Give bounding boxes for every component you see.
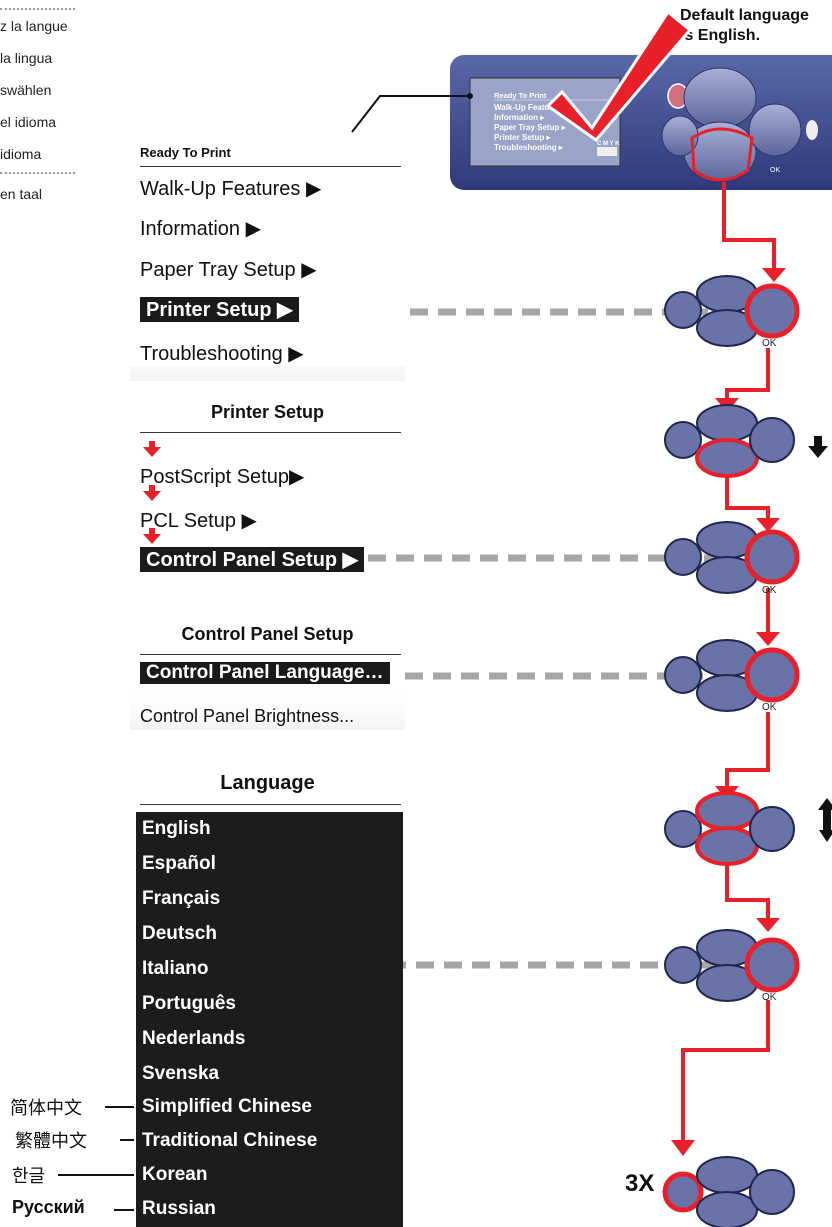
intro-line: el idioma [0, 114, 57, 130]
screen-item: Walk-Up Features ▸ [494, 103, 568, 112]
cmyk-label: C M Y K [597, 141, 620, 147]
intro-line: swählen [0, 82, 52, 98]
button-cluster-back [662, 1156, 795, 1227]
up-down-arrow-icon [818, 798, 832, 842]
language-list: English Español Français Deutsch Italian… [136, 812, 403, 1227]
language-option[interactable]: Français [142, 888, 221, 909]
button-cluster-ok-2 [664, 521, 800, 594]
dotted-divider [0, 164, 75, 174]
language-option[interactable]: Italiano [142, 958, 209, 979]
language-option[interactable]: English [142, 818, 211, 839]
cmyk-bars [597, 147, 617, 156]
ok-button [748, 103, 802, 157]
menu-item-paper-tray[interactable]: Paper Tray Setup ▶ [140, 259, 317, 281]
screen-item: Troubleshooting ▸ [494, 143, 564, 152]
menu-item-troubleshooting[interactable]: Troubleshooting ▶ [140, 343, 304, 365]
menu-title: Printer Setup [210, 402, 325, 422]
menu-ready-to-print: Ready To Print Walk-Up Features ▶ Inform… [130, 136, 405, 366]
ok-label: OK [762, 992, 777, 1003]
menu-item-printer-setup[interactable]: Printer Setup ▶ [140, 297, 299, 322]
intro-line: z la langue [0, 18, 68, 34]
screen-item: Information ▸ [494, 113, 545, 122]
intro-line: en taal [0, 186, 43, 202]
native-simplified-chinese: 简体中文 [10, 1098, 82, 1118]
menu-item-control-panel-setup[interactable]: Control Panel Setup ▶ [140, 547, 365, 572]
menu-language: Language [130, 760, 405, 810]
native-name-leaders [58, 1106, 134, 1211]
device-control-panel: Ready To Print Walk-Up Features ▸ Inform… [450, 9, 832, 190]
screen-title: Ready To Print [494, 91, 547, 100]
intro-line: idioma [0, 146, 42, 162]
up-button [683, 67, 757, 129]
ok-label: OK [762, 585, 777, 596]
intro-line: la lingua [0, 50, 53, 66]
down-arrow-icon [808, 436, 828, 458]
native-traditional-chinese: 繁體中文 [15, 1131, 87, 1151]
button-cluster-down [664, 404, 828, 478]
button-cluster-updown [664, 791, 832, 866]
down-highlight [690, 127, 754, 182]
ok-button-highlight [744, 283, 800, 339]
language-option[interactable]: Español [142, 853, 216, 874]
button-cluster-ok-1 [664, 275, 800, 347]
screen-item: Paper Tray Setup ▸ [494, 123, 567, 132]
button-cluster-ok-3 [664, 639, 800, 712]
language-option[interactable]: Traditional Chinese [142, 1130, 318, 1151]
repeat-3x-label: 3X [625, 1170, 655, 1197]
screen-item: Printer Setup ▸ [494, 133, 551, 142]
menu-item-control-panel-brightness[interactable]: Control Panel Brightness... [140, 706, 355, 726]
menu-item-information[interactable]: Information ▶ [140, 218, 261, 240]
red-flow-path [681, 182, 776, 1150]
help-button [806, 120, 818, 140]
native-korean: 한글 [12, 1166, 46, 1186]
menu-item-postscript[interactable]: PostScript Setup▶ [140, 466, 305, 488]
language-option[interactable]: Russian [142, 1198, 216, 1219]
menu-item-pcl[interactable]: PCL Setup ▶ [140, 510, 257, 532]
device-ok-label: OK [770, 167, 780, 174]
dotted-divider [0, 0, 75, 10]
language-option[interactable]: Simplified Chinese [142, 1096, 312, 1117]
menu-item-walkup[interactable]: Walk-Up Features ▶ [140, 178, 322, 200]
ok-label: OK [762, 338, 777, 349]
language-option[interactable]: Svenska [142, 1063, 220, 1084]
language-option[interactable]: Korean [142, 1164, 208, 1185]
language-option[interactable]: Português [142, 993, 236, 1014]
checkmark-icon [545, 9, 693, 143]
language-option[interactable]: Deutsch [142, 923, 217, 944]
menu-title: Control Panel Setup [181, 624, 354, 644]
menu-printer-setup: Printer Setup PostScript Setup▶ PCL Setu… [130, 392, 405, 582]
default-language-note: Default language is English. [680, 7, 809, 44]
button-cluster-ok-4 [664, 929, 800, 1002]
intro-language-text: z la langue la lingua swählen el idioma … [0, 0, 120, 210]
menu-title: Ready To Print [140, 145, 231, 160]
language-option[interactable]: Nederlands [142, 1028, 246, 1049]
native-russian: Русский [12, 1197, 85, 1217]
menu-title: Language [220, 772, 315, 794]
menu-item-control-panel-language[interactable]: Control Panel Language… [140, 662, 390, 684]
ok-label: OK [762, 702, 777, 713]
menu-control-panel-setup: Control Panel Setup Control Panel Langua… [130, 614, 405, 734]
callout-line [351, 95, 470, 133]
